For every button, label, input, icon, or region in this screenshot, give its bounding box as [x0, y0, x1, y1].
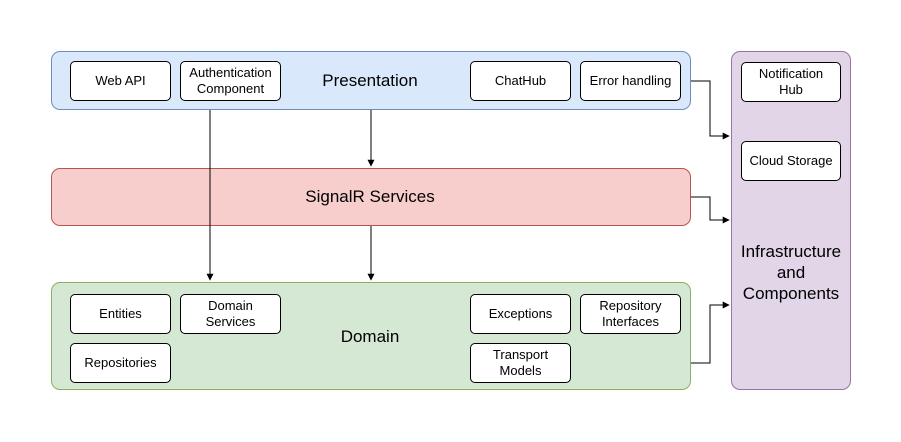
transport-models-box: Transport Models — [470, 343, 571, 383]
exceptions-box: Exceptions — [470, 294, 571, 334]
notification-hub-box: Notification Hub — [741, 62, 841, 102]
cloud-storage-box: Cloud Storage — [741, 141, 841, 181]
chathub-box: ChatHub — [470, 61, 571, 101]
domain-title: Domain — [340, 327, 400, 346]
infrastructure-title: Infrastructure and Components — [740, 242, 842, 303]
domain-services-box: Domain Services — [180, 294, 281, 334]
repositories-box: Repositories — [70, 343, 171, 383]
signalr-to-infrastructure-arrow — [691, 196, 730, 224]
infrastructure-layer — [731, 51, 851, 390]
authentication-component-box: Authentication Component — [180, 61, 281, 101]
entities-box: Entities — [70, 294, 171, 334]
presentation-to-infrastructure-arrow — [691, 80, 730, 140]
signalr-services-title: SignalR Services — [305, 187, 435, 206]
error-handling-box: Error handling — [580, 61, 681, 101]
repository-interfaces-box: Repository Interfaces — [580, 294, 681, 334]
presentation-title: Presentation — [322, 71, 418, 90]
domain-to-infrastructure-arrow — [691, 301, 730, 364]
signalr-services-layer — [51, 168, 691, 226]
web-api-box: Web API — [70, 61, 171, 101]
